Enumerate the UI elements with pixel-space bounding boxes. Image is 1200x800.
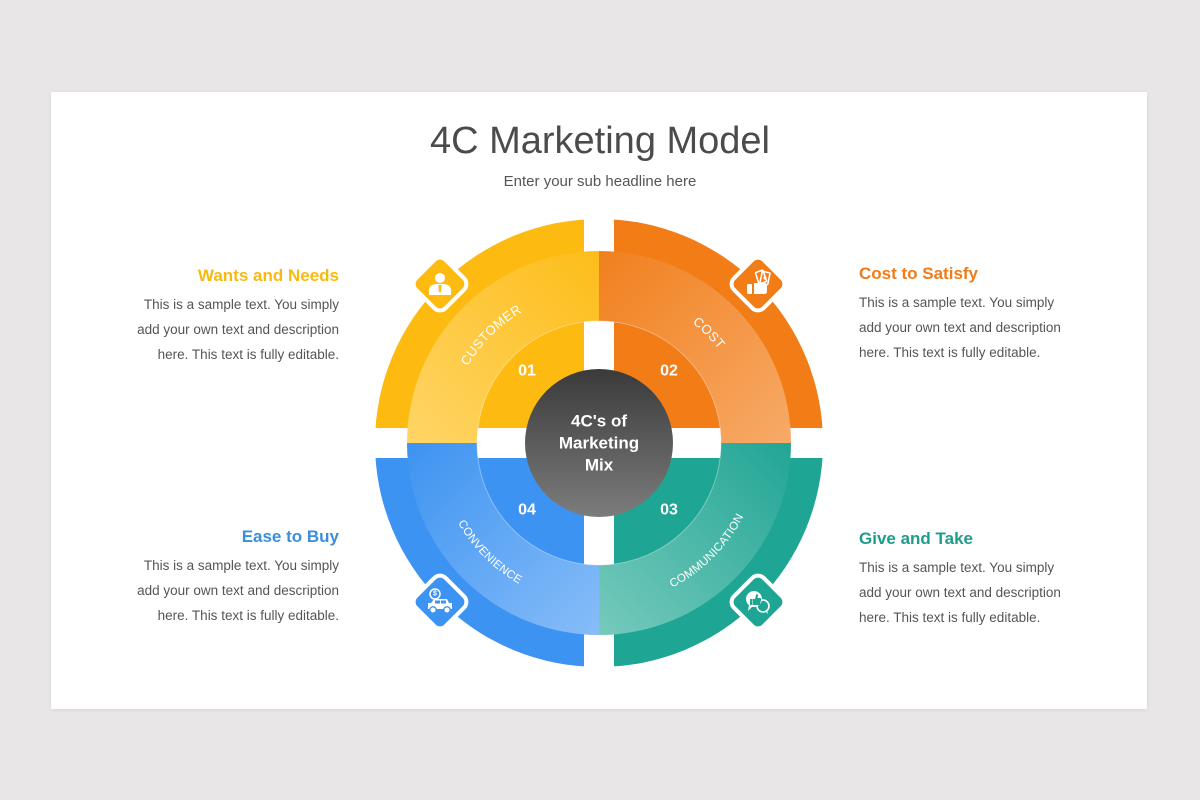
- block-text-line: add your own text and description: [137, 583, 339, 598]
- text-block-wants-and-needs: Wants and Needs This is a sample text. Y…: [90, 266, 339, 367]
- middle-ring-highlight: [476, 320, 722, 566]
- block-text-line: add your own text and description: [137, 322, 339, 337]
- block-text-line: This is a sample text. You simply: [859, 295, 1055, 310]
- quadrant-number-03: 03: [660, 502, 678, 519]
- chat-like-icon: [746, 591, 770, 614]
- badge-convenience: $: [411, 573, 469, 631]
- center-label-line: Mix: [585, 456, 614, 475]
- block-title: Wants and Needs: [197, 266, 339, 285]
- block-title: Give and Take: [859, 529, 974, 548]
- block-title: Ease to Buy: [241, 527, 339, 546]
- text-block-give-and-take: Give and Take This is a sample text. You…: [859, 529, 1109, 630]
- four-c-diagram: CUSTOMER COST COMMUNICATION CONVENIENCE …: [369, 213, 829, 673]
- block-text-line: here. This text is fully editable.: [157, 347, 339, 362]
- text-block-ease-to-buy: Ease to Buy This is a sample text. You s…: [90, 527, 339, 628]
- center-label-line: 4C's of: [571, 412, 627, 431]
- badge-cost: [729, 255, 787, 313]
- text-block-cost-to-satisfy: Cost to Satisfy This is a sample text. Y…: [859, 264, 1109, 365]
- slide-title: 4C Marketing Model: [429, 120, 771, 162]
- block-title: Cost to Satisfy: [859, 264, 979, 283]
- car-dollar-icon: $: [428, 588, 452, 614]
- middle-ring-convenience: [407, 443, 599, 635]
- badge-customer: [411, 255, 469, 313]
- block-text-line: here. This text is fully editable.: [859, 345, 1041, 360]
- slide-subtitle: Enter your sub headline here: [503, 173, 697, 190]
- money-hand-icon: [747, 269, 771, 294]
- user-icon: [429, 273, 451, 295]
- block-text-line: This is a sample text. You simply: [143, 297, 339, 312]
- block-text-line: add your own text and description: [859, 585, 1061, 600]
- quadrant-number-01: 01: [518, 363, 536, 380]
- block-text-line: here. This text is fully editable.: [859, 610, 1041, 625]
- center-circle: [525, 369, 673, 517]
- quadrant-number-04: 04: [518, 502, 536, 519]
- block-text-line: This is a sample text. You simply: [143, 558, 339, 573]
- block-text-line: This is a sample text. You simply: [859, 560, 1055, 575]
- center-label-line: Marketing: [559, 434, 639, 453]
- svg-text:$: $: [433, 591, 437, 598]
- middle-ring-cost: [599, 251, 791, 443]
- quadrant-number-02: 02: [660, 363, 678, 380]
- badge-communication: [729, 573, 787, 631]
- block-text-line: add your own text and description: [859, 320, 1061, 335]
- middle-ring-communication: [599, 443, 791, 635]
- middle-ring-customer: [407, 251, 599, 443]
- block-text-line: here. This text is fully editable.: [157, 608, 339, 623]
